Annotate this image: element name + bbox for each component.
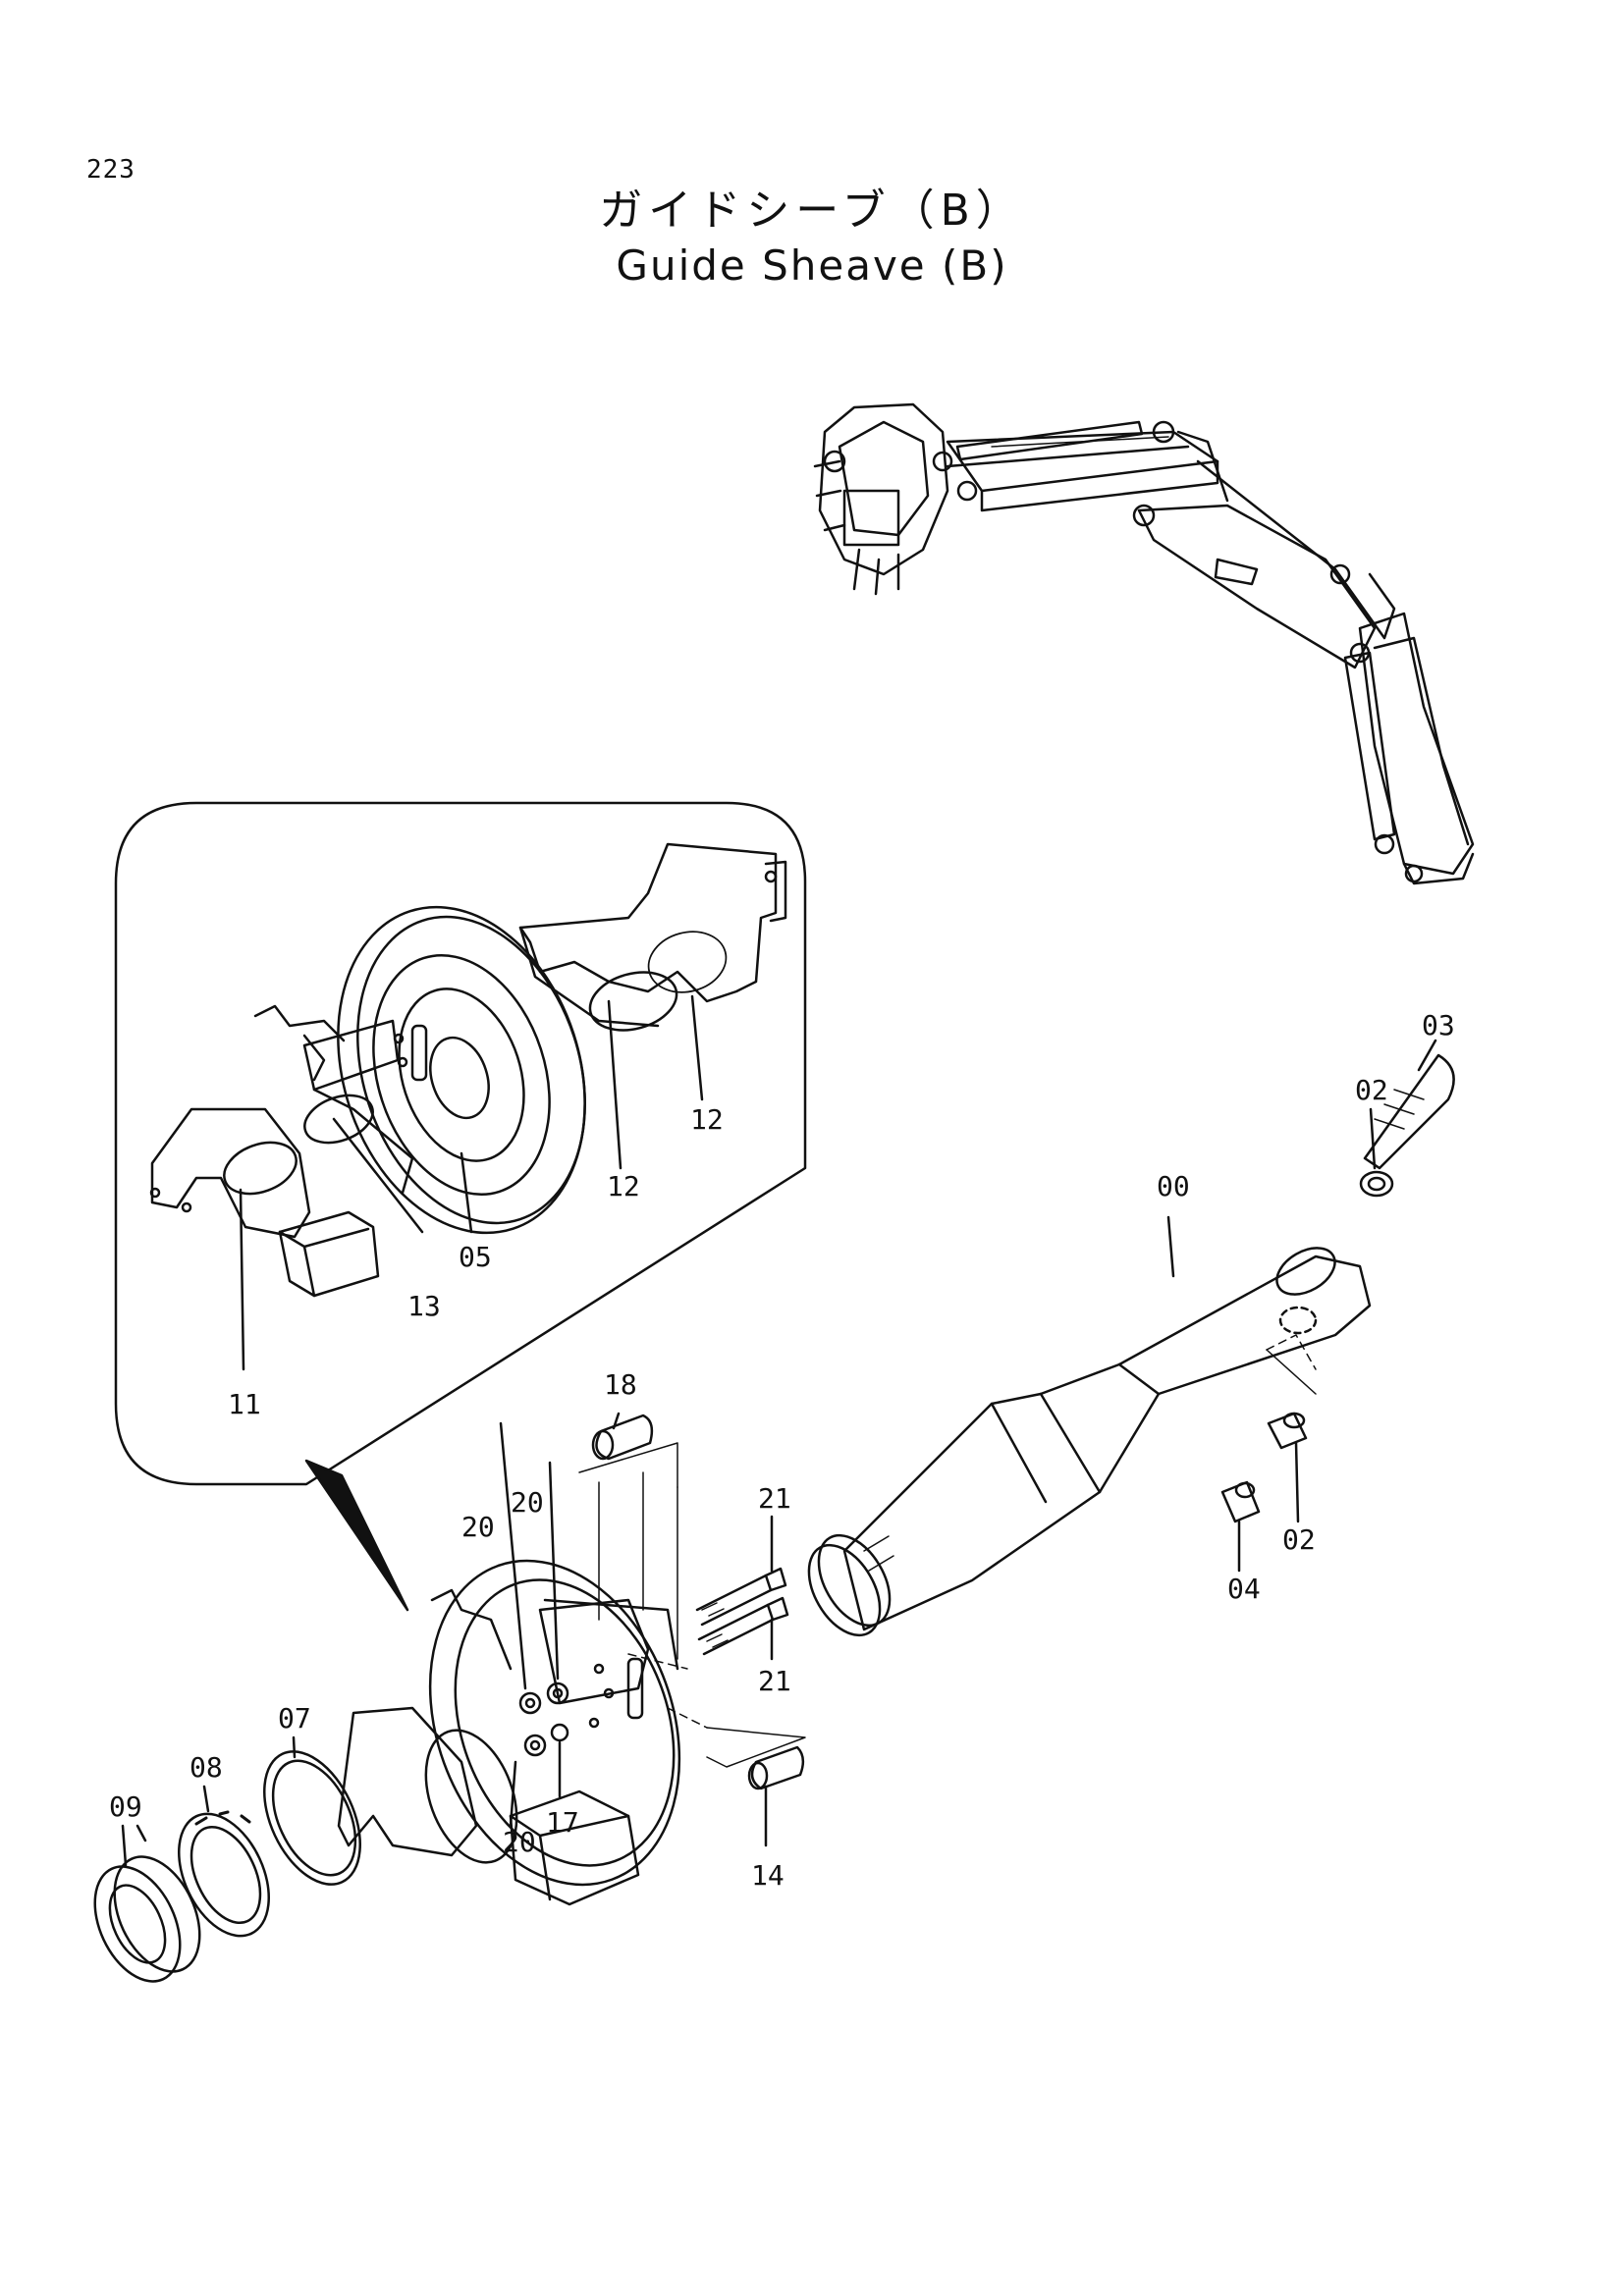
leader-13: [332, 1117, 424, 1234]
label-07: 07: [278, 1702, 311, 1735]
title-japanese: ガイドシーブ（B）: [599, 186, 1025, 236]
label-12-right: 12: [690, 1103, 724, 1136]
leader-05: [460, 1151, 473, 1234]
label-13: 13: [407, 1290, 441, 1322]
label-21-lower: 21: [758, 1665, 791, 1697]
leader-12a: [607, 999, 623, 1170]
page-number: 223: [86, 155, 135, 185]
sheave-detail: [149, 842, 787, 1371]
machine-overview-illustration: [813, 402, 1475, 885]
label-20-bottom: 20: [503, 1826, 536, 1858]
label-02-upper: 02: [1355, 1074, 1388, 1106]
label-02-lower: 02: [1282, 1523, 1316, 1556]
label-11: 11: [228, 1388, 261, 1420]
label-05: 05: [459, 1241, 492, 1273]
label-04: 04: [1227, 1573, 1261, 1605]
main-assembly: [93, 1039, 1455, 1983]
label-09: 09: [109, 1790, 142, 1823]
leader-12b: [690, 994, 704, 1101]
title-english: Guide Sheave (B): [616, 241, 1008, 290]
label-00: 00: [1157, 1170, 1190, 1202]
label-12-left: 12: [607, 1170, 640, 1202]
label-03: 03: [1422, 1009, 1455, 1041]
label-08: 08: [189, 1751, 223, 1784]
label-20-right: 20: [511, 1486, 544, 1519]
label-20-left: 20: [461, 1511, 495, 1543]
label-14: 14: [751, 1859, 785, 1892]
leader-11: [239, 1188, 245, 1371]
label-17: 17: [546, 1806, 579, 1839]
label-18: 18: [604, 1368, 637, 1401]
detail-callout: [114, 801, 807, 1612]
part-labels: 00 02 02 03 04 05 07 08 09 11 12 12 13 1…: [109, 1009, 1455, 1892]
label-21-upper: 21: [758, 1482, 791, 1515]
